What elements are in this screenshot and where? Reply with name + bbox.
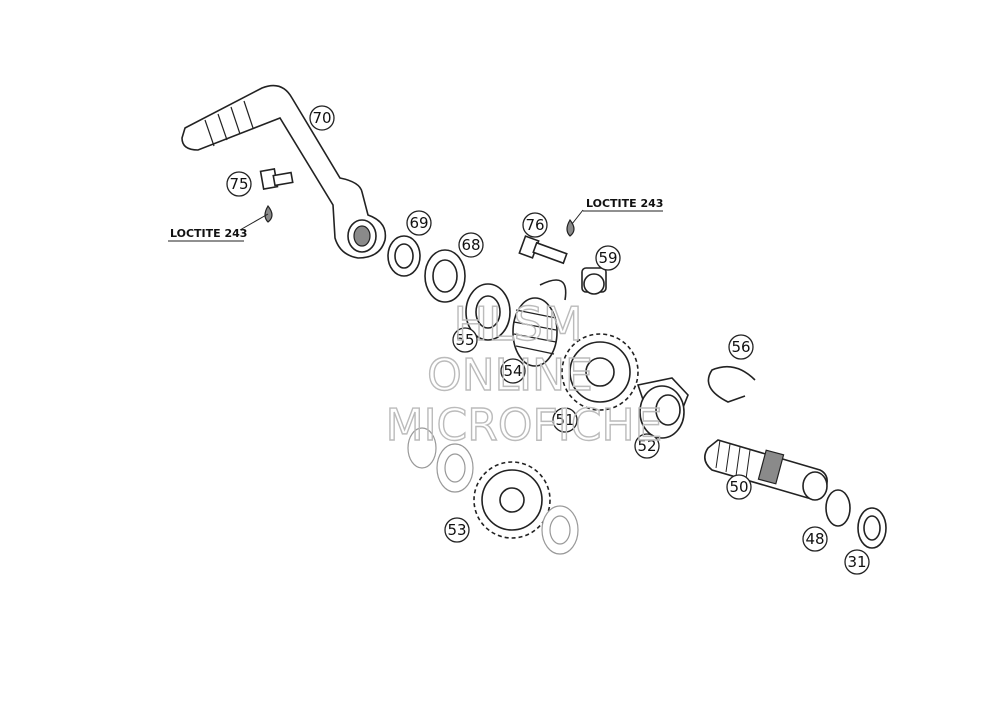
callout-69: 69 bbox=[406, 210, 432, 236]
callout-76-label: 76 bbox=[525, 216, 544, 234]
callout-70: 70 bbox=[309, 105, 335, 131]
callout-55: 55 bbox=[452, 327, 478, 353]
callout-51: 51 bbox=[552, 407, 578, 433]
kick-lever-part bbox=[181, 84, 387, 259]
callout-54: 54 bbox=[500, 358, 526, 384]
gear-51-part bbox=[561, 333, 639, 411]
bolt-75-part bbox=[239, 167, 294, 231]
callout-56-label: 56 bbox=[731, 338, 750, 356]
spacer-59-part bbox=[581, 267, 607, 295]
callout-68-label: 68 bbox=[461, 236, 480, 254]
watermark: HLSM ONLINE MICROFICHE bbox=[385, 296, 663, 451]
shaft-50-part bbox=[704, 439, 828, 501]
washer-31-part bbox=[857, 507, 887, 549]
gear-53-part bbox=[473, 461, 551, 539]
loctite-left-note: LOCTITE 243 bbox=[170, 227, 247, 240]
bolt-76-part bbox=[518, 209, 584, 265]
bushing-69-part bbox=[387, 235, 421, 277]
watermark-line3: MICROFICHE bbox=[386, 400, 663, 451]
callout-76: 76 bbox=[522, 212, 548, 238]
loctite-right-note: LOCTITE 243 bbox=[586, 197, 663, 210]
callout-75-label: 75 bbox=[229, 175, 248, 193]
callout-31: 31 bbox=[844, 549, 870, 575]
callout-51-label: 51 bbox=[555, 411, 574, 429]
callout-68: 68 bbox=[458, 232, 484, 258]
callout-59-label: 59 bbox=[598, 249, 617, 267]
callout-50-label: 50 bbox=[729, 478, 748, 496]
watermark-line1: HLSM bbox=[453, 297, 582, 351]
watermark-line2: ONLINE bbox=[427, 350, 593, 401]
callout-53: 53 bbox=[444, 517, 470, 543]
callout-53-label: 53 bbox=[447, 521, 466, 539]
callout-70-label: 70 bbox=[312, 109, 331, 127]
callout-69-label: 69 bbox=[409, 214, 428, 232]
callout-54-label: 54 bbox=[503, 362, 522, 380]
washer-55-part bbox=[465, 283, 511, 341]
callout-55-label: 55 bbox=[455, 331, 474, 349]
callout-75: 75 bbox=[226, 171, 252, 197]
callout-48-label: 48 bbox=[805, 530, 824, 548]
callout-59: 59 bbox=[595, 245, 621, 271]
clip-56-part bbox=[707, 365, 756, 403]
callout-50: 50 bbox=[726, 474, 752, 500]
seal-68-part bbox=[424, 249, 466, 303]
callout-52: 52 bbox=[634, 433, 660, 459]
circlip-48-part bbox=[825, 489, 851, 527]
spring-54-part bbox=[512, 279, 567, 367]
callout-48: 48 bbox=[802, 526, 828, 552]
callout-56: 56 bbox=[728, 334, 754, 360]
ghost-washers-part bbox=[407, 427, 579, 555]
callout-31-label: 31 bbox=[847, 553, 866, 571]
ratchet-52-part bbox=[636, 377, 689, 439]
callout-52-label: 52 bbox=[637, 437, 656, 455]
